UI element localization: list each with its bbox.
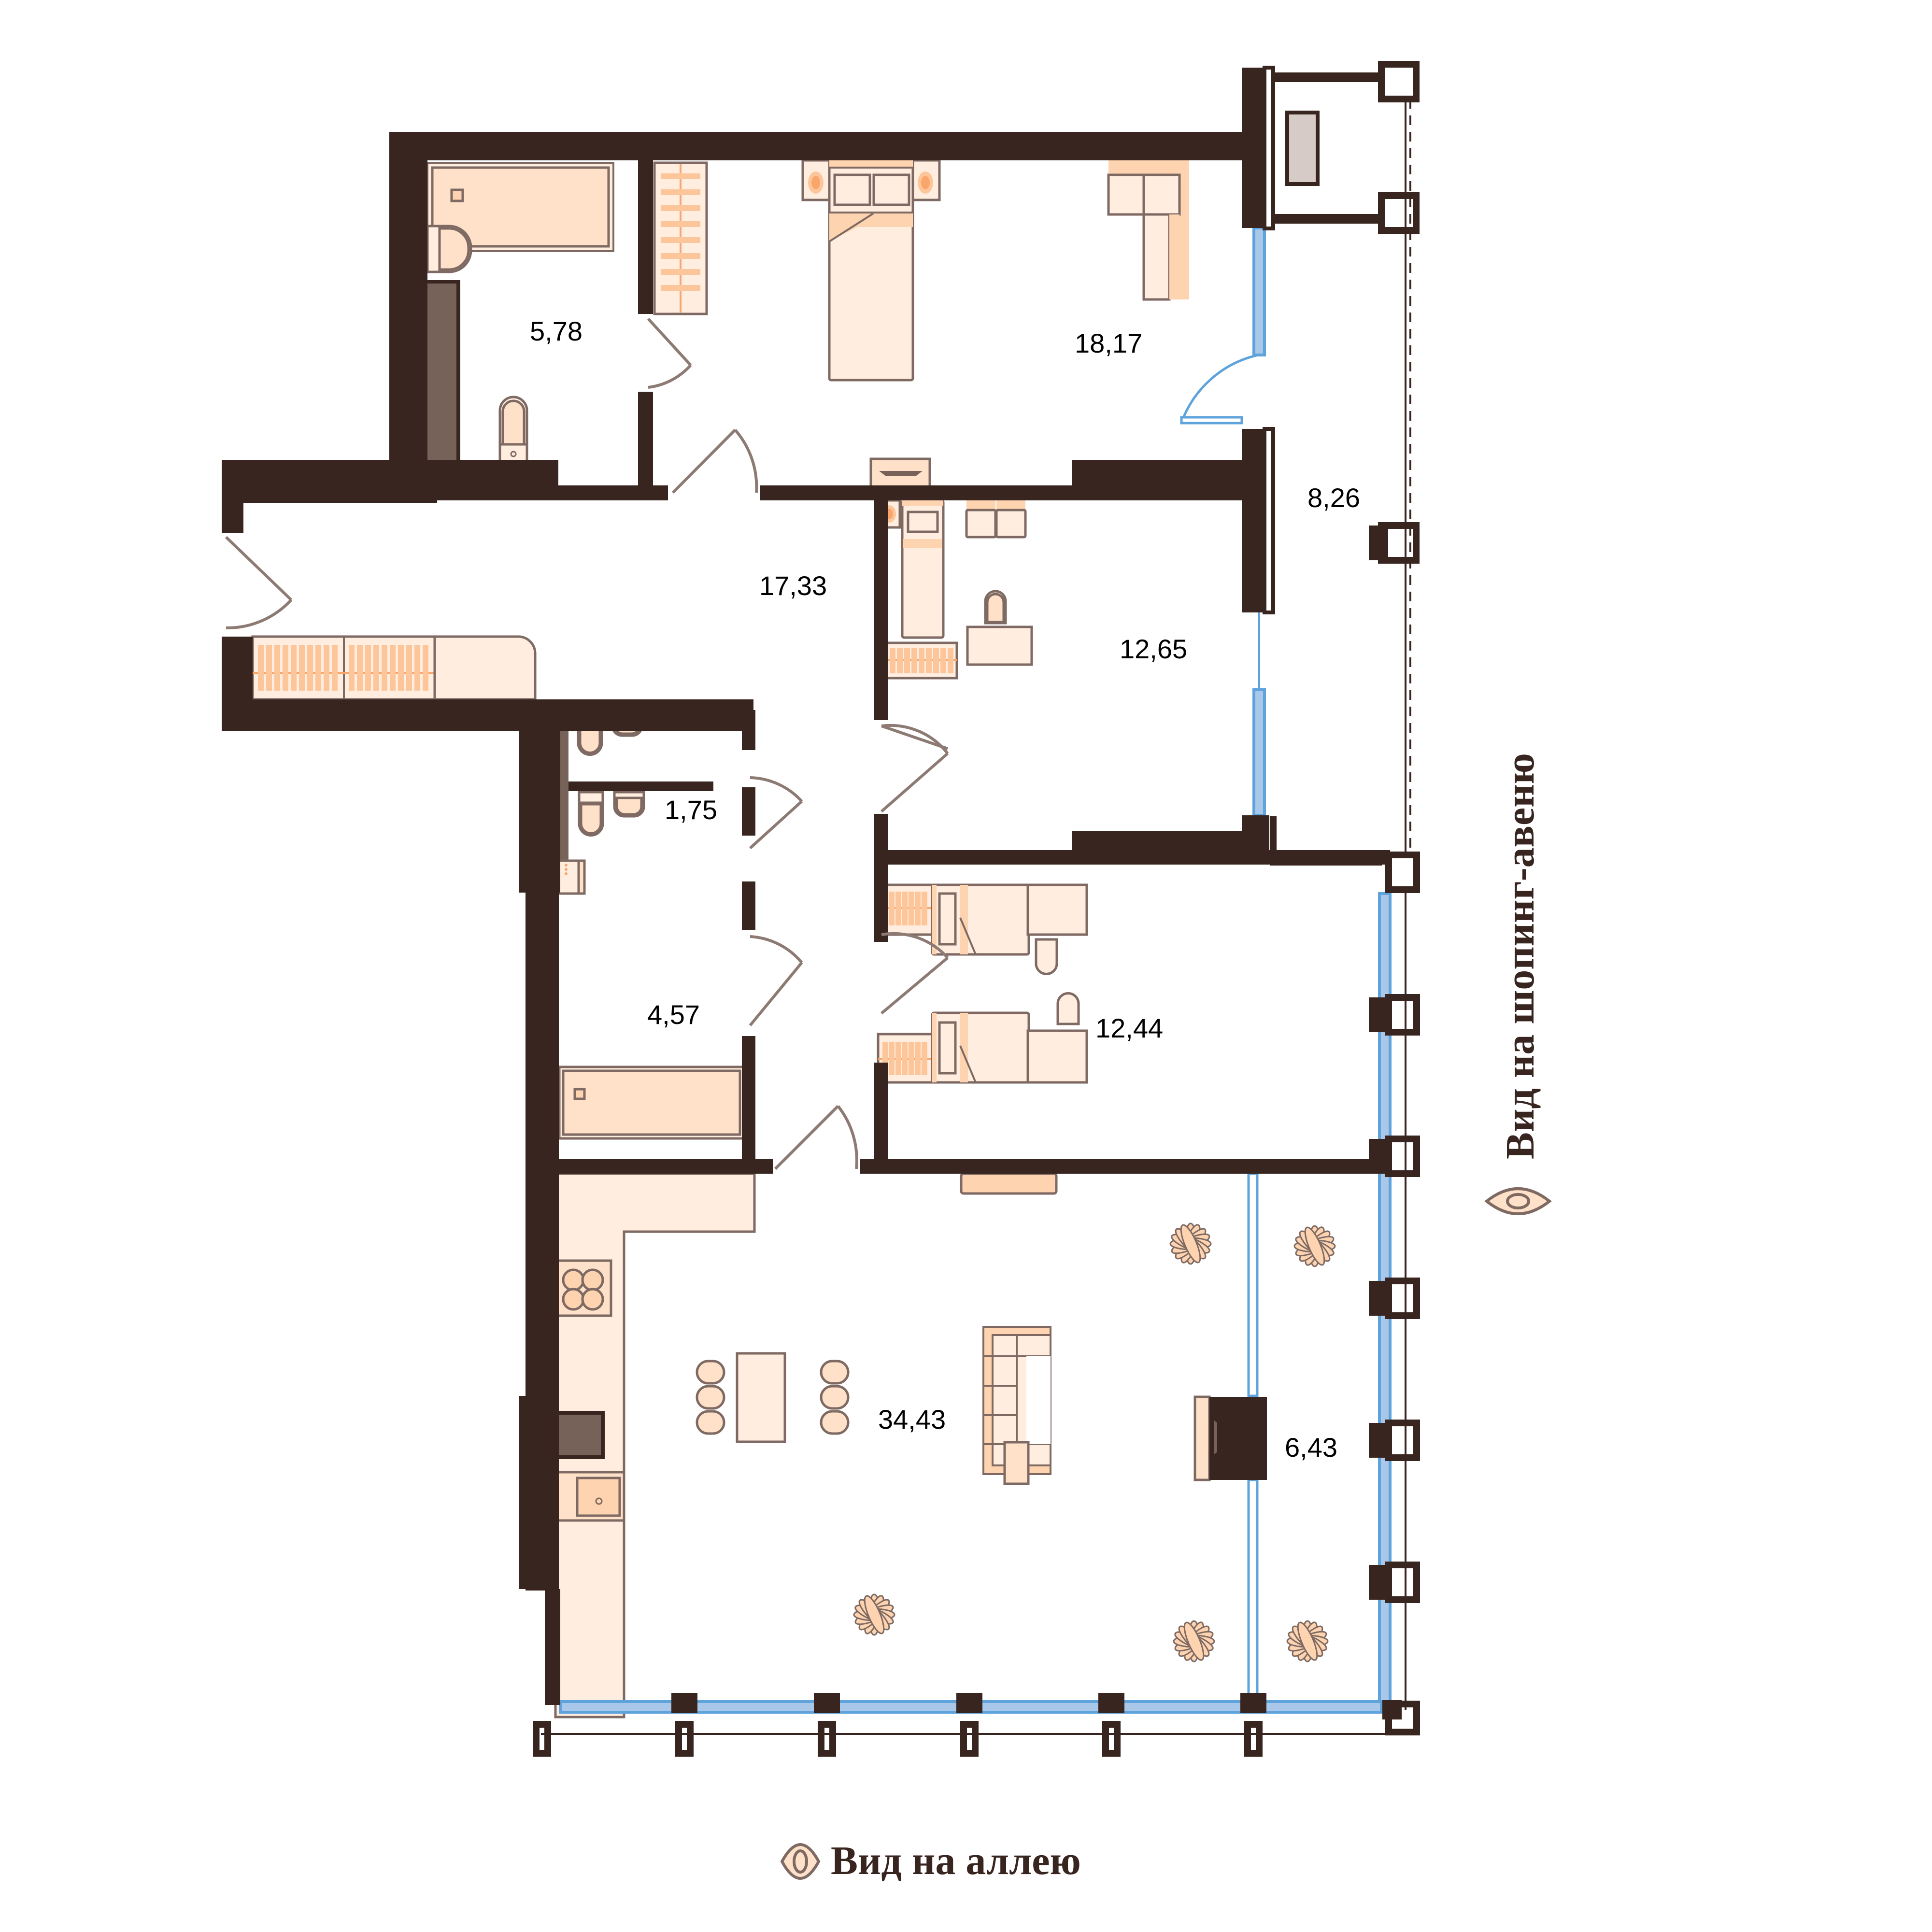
corner-sofa [1107, 160, 1189, 301]
column [1385, 1278, 1420, 1319]
dining-set [696, 1352, 850, 1443]
area-labels: 5,78 18,17 17,33 8,26 12,65 1,75 4,57 12… [530, 316, 1360, 1463]
column [675, 1721, 694, 1757]
door [749, 935, 803, 1026]
bath-drain-icon [450, 188, 464, 202]
area-label-bedroom-2: 12,65 [1120, 634, 1187, 664]
outdoor-table [1285, 111, 1320, 186]
washbasin-bath-2 [613, 791, 645, 818]
chair-bottom [1056, 992, 1080, 1025]
area-label-bedroom-3: 12,44 [1095, 1013, 1163, 1043]
plant [1173, 1620, 1215, 1662]
area-label-master-bedroom: 18,17 [1075, 328, 1142, 358]
facade-lines [541, 99, 1411, 1735]
window-glass-partition [1247, 1172, 1259, 1397]
eye-icon [780, 1843, 821, 1880]
toilet [498, 396, 528, 464]
tv-bench [960, 1172, 1058, 1195]
area-label-bathroom-1: 5,78 [530, 316, 582, 346]
hallway-furniture [251, 635, 537, 701]
door [647, 317, 692, 389]
eye-icon [1484, 1187, 1552, 1215]
bedroom-3-furniture [877, 883, 1088, 1084]
loggia-1-walls [1263, 427, 1382, 866]
fridge-built-in [554, 1411, 605, 1459]
view-label-shopping-avenue: Вид на шопинг-авеню [1498, 753, 1543, 1159]
column [1385, 1420, 1420, 1461]
coffee-table [1003, 1441, 1030, 1485]
column [960, 1721, 979, 1757]
u-sofa [982, 1326, 1051, 1475]
plant [853, 1593, 895, 1636]
window-glass [1252, 227, 1266, 356]
plants [853, 1222, 1336, 1662]
column [1385, 994, 1420, 1036]
wardrobe-1 [653, 161, 708, 315]
pillow [872, 173, 910, 206]
view-label-alley: Вид на аллею [831, 1838, 1081, 1883]
cabinet-built-in [427, 280, 456, 462]
door [749, 776, 803, 850]
balcony-top [1263, 66, 1380, 230]
master-bedroom-furniture [801, 159, 1189, 382]
console [433, 635, 537, 701]
door [774, 1105, 858, 1170]
tv-unit [1193, 1395, 1211, 1481]
plant [1293, 1225, 1336, 1267]
facade-columns [533, 61, 1420, 1757]
area-label-living-kitchen: 34,43 [878, 1404, 946, 1435]
doors [225, 317, 1259, 1170]
cooktop [554, 1259, 612, 1317]
desk-top [1026, 883, 1088, 936]
armchairs [965, 500, 1027, 539]
plant [1169, 1222, 1212, 1265]
area-label-loggia-1: 8,26 [1307, 483, 1360, 513]
toilet-bath-2 [578, 791, 604, 837]
door [881, 724, 949, 813]
dining-table [736, 1352, 786, 1443]
desk-bottom [1026, 1029, 1088, 1084]
column [1385, 852, 1420, 893]
column [1378, 61, 1420, 102]
pillow [833, 173, 871, 206]
bathroom-2-fixtures [552, 791, 745, 1140]
plant [1286, 1620, 1329, 1662]
column [818, 1721, 836, 1757]
column [1385, 1562, 1420, 1603]
area-label-wc: 1,75 [665, 795, 717, 825]
entrance-door [225, 536, 293, 630]
bathroom-1-fixtures [426, 162, 614, 464]
bedroom-2-furniture [869, 457, 1033, 680]
column [1102, 1721, 1121, 1757]
column [1244, 1721, 1263, 1757]
view-right: Вид на шопинг-авеню [1484, 753, 1552, 1215]
desk [966, 625, 1033, 666]
window-glass-partition [1247, 1478, 1259, 1704]
chair-top [1035, 938, 1058, 975]
window-glass [1252, 688, 1266, 817]
column [1385, 1136, 1420, 1177]
area-label-bathroom-2: 4,57 [647, 999, 700, 1030]
column [533, 1721, 551, 1757]
walls [222, 68, 1390, 1705]
area-label-loggia-2: 6,43 [1285, 1432, 1337, 1463]
door [671, 428, 758, 494]
door [881, 932, 949, 1015]
view-bottom: Вид на аллею [780, 1838, 1081, 1883]
balcony-door [1180, 354, 1259, 425]
living-kitchen-furniture [554, 1172, 1230, 1719]
tv [1209, 1397, 1230, 1480]
area-label-hallway: 17,33 [759, 570, 827, 601]
